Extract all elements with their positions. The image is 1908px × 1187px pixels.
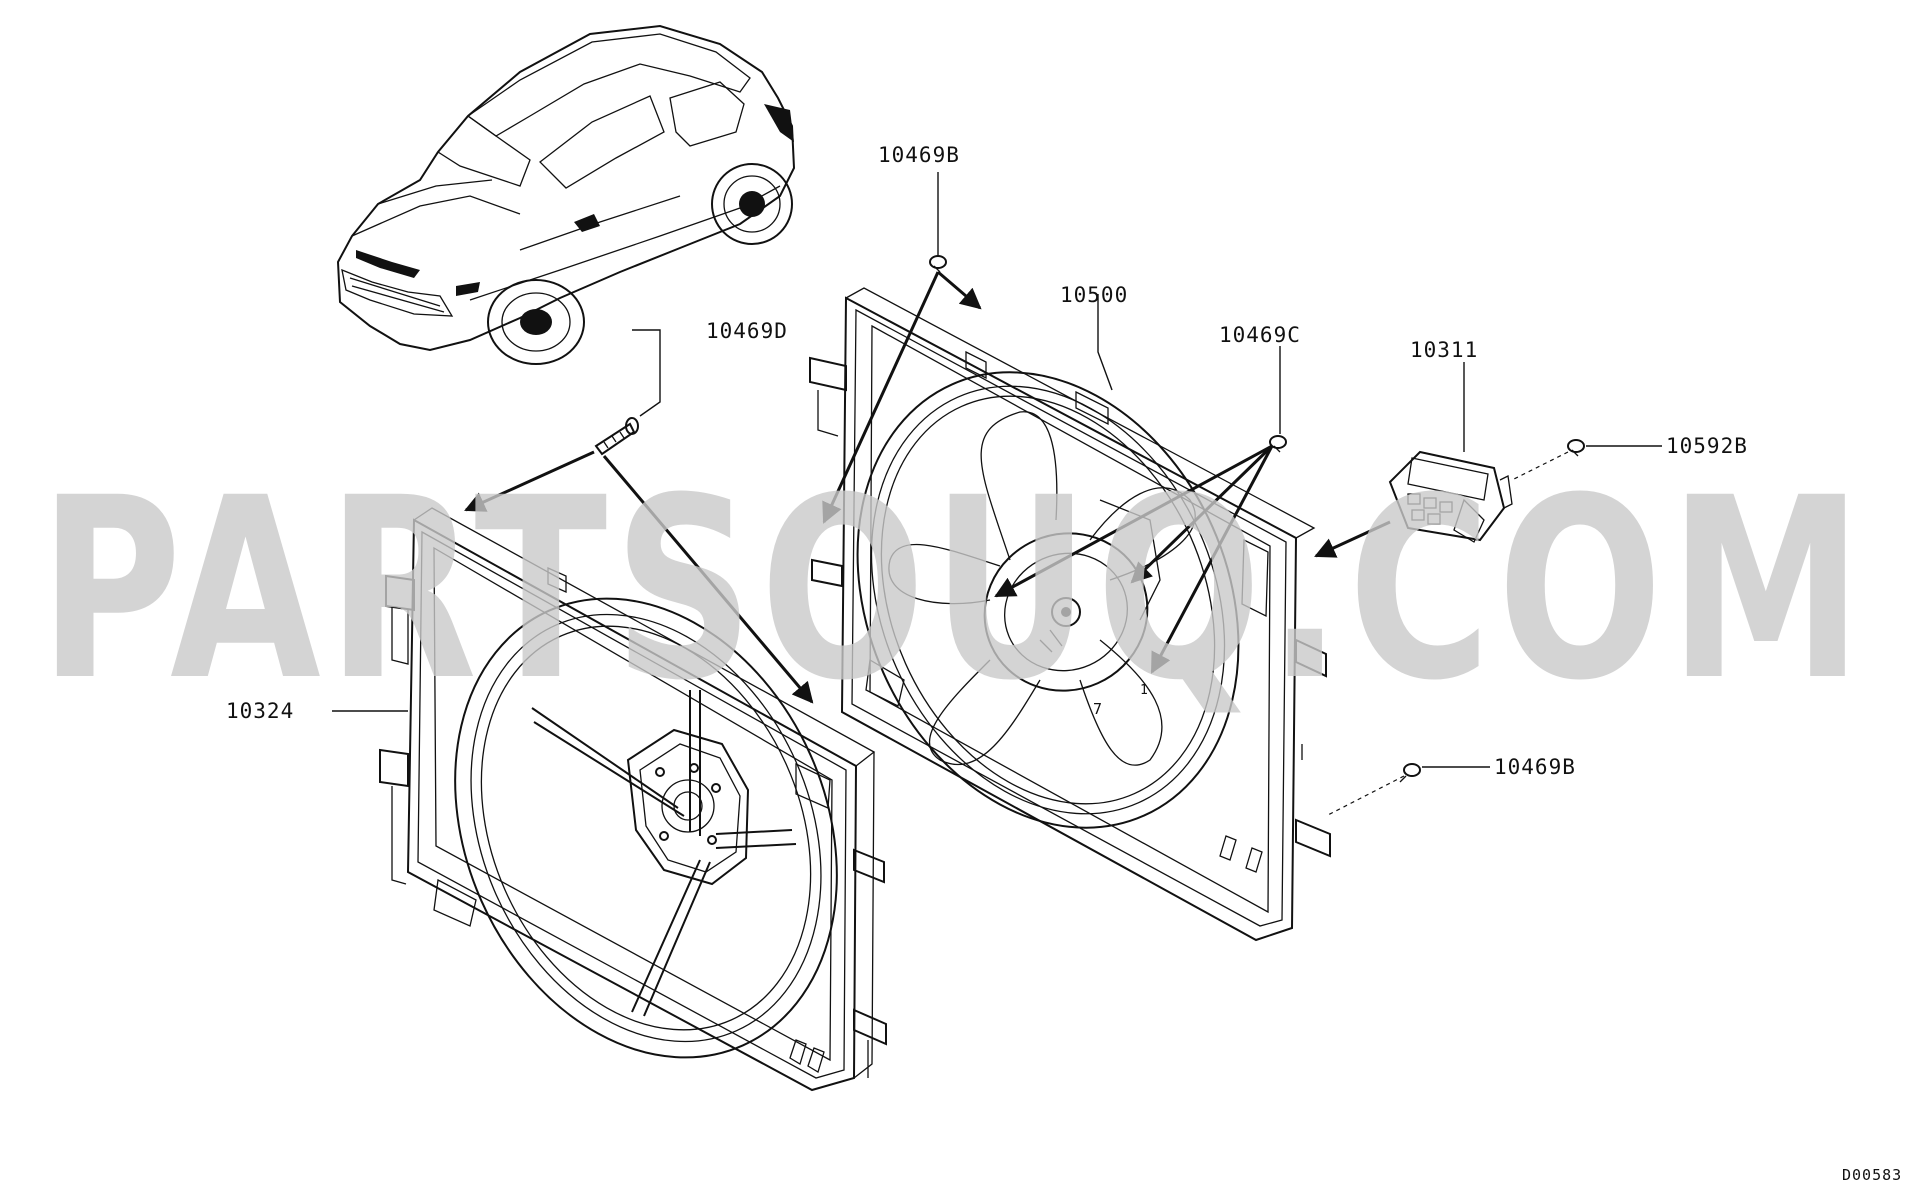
assembly-arrows	[464, 270, 1391, 704]
screw-10592B	[1567, 439, 1585, 457]
diagram-code: D00583	[1842, 1166, 1902, 1184]
hub-mark-7: 7	[1093, 700, 1103, 718]
callout-10469C[interactable]: 10469C	[1219, 323, 1301, 347]
screw-10469C	[1269, 435, 1287, 453]
hub-mark-1: 1	[1140, 683, 1149, 698]
callout-10324[interactable]: 10324	[226, 699, 294, 723]
leader-lines	[332, 172, 1662, 817]
fan-resistor-10311	[1388, 450, 1513, 543]
pin-10469D	[594, 417, 639, 456]
callout-10469D[interactable]: 10469D	[706, 319, 788, 343]
vehicle-illustration	[336, 24, 796, 365]
watermark-text: PARTSOUQ.COM	[39, 444, 1869, 735]
screw-10469B-top	[929, 255, 947, 273]
callout-10500[interactable]: 10500	[1060, 283, 1128, 307]
callout-10469B-right[interactable]: 10469B	[1494, 755, 1576, 779]
callout-10469B-top[interactable]: 10469B	[878, 143, 960, 167]
callout-10592B[interactable]: 10592B	[1666, 434, 1748, 458]
callout-10311[interactable]: 10311	[1410, 338, 1478, 362]
screw-10469B-right	[1399, 763, 1421, 783]
fan-shroud-10324	[379, 507, 887, 1092]
fan-motor-assembly-10500	[809, 287, 1331, 942]
